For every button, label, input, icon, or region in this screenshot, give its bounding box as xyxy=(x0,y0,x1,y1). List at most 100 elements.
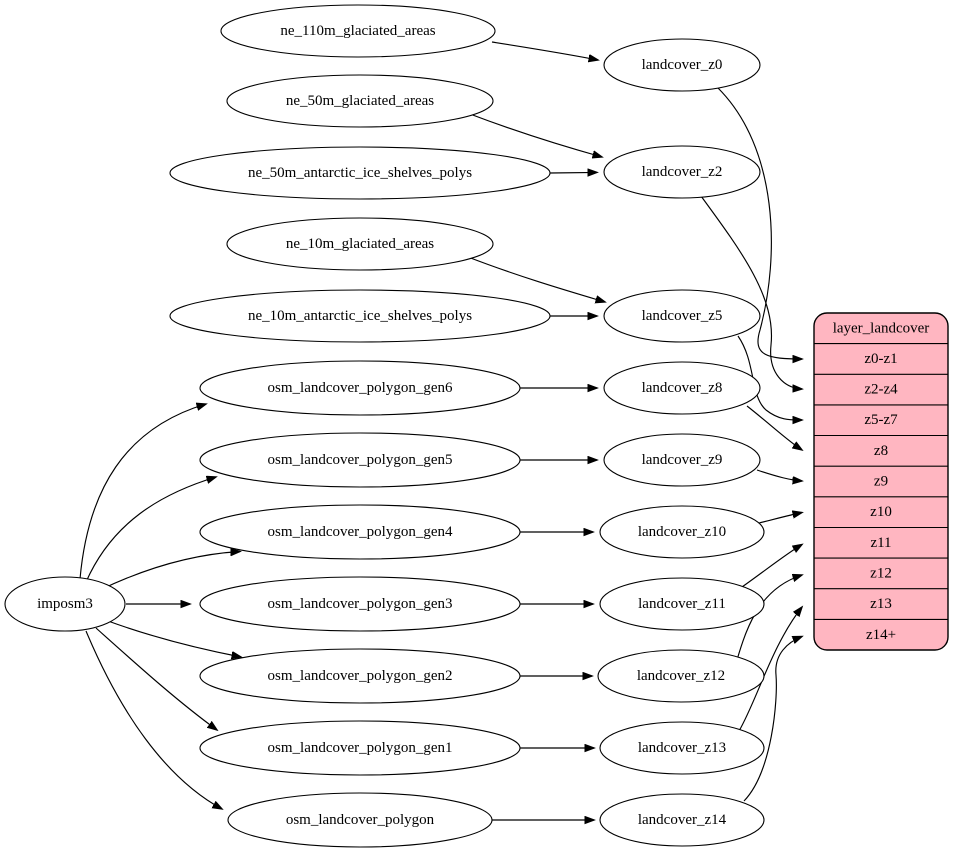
edge-z5-to-row-z5-z7 xyxy=(737,335,802,420)
node-ne-50m-glaciated-areas: ne_50m_glaciated_areas xyxy=(226,74,494,128)
table-title: layer_landcover xyxy=(833,321,930,337)
node-landcover-z5: landcover_z5 xyxy=(603,289,761,343)
source-ellipse xyxy=(199,648,521,704)
node-ne-50m-antarctic-ice-shelves-polys: ne_50m_antarctic_ice_shelves_polys xyxy=(169,146,551,200)
intermediate-label: landcover_z13 xyxy=(638,740,726,756)
node-landcover-z12: landcover_z12 xyxy=(597,649,765,703)
edge-ne50m-antarctic-to-z2 xyxy=(549,172,597,173)
source-ellipse xyxy=(199,432,521,488)
source-label: osm_landcover_polygon_gen6 xyxy=(268,380,453,396)
node-layer-landcover-table: layer_landcover z0-z1 z2-z4 z5-z7 z8 z9 … xyxy=(813,312,949,651)
table-row-z5-z7: z5-z7 xyxy=(864,412,898,428)
edge-imposm3-to-gen6 xyxy=(79,404,206,580)
intermediate-label: landcover_z0 xyxy=(642,57,723,73)
edge-imposm3-to-gen5 xyxy=(85,477,216,583)
table-row-z14plus: z14+ xyxy=(866,627,896,643)
node-osm-landcover-polygon-gen5: osm_landcover_polygon_gen5 xyxy=(199,432,521,488)
source-label: osm_landcover_polygon xyxy=(286,812,435,828)
source-ellipse xyxy=(227,792,493,848)
imposm3-ellipse xyxy=(4,576,126,632)
table-row-z13: z13 xyxy=(870,596,892,612)
table-row-z11: z11 xyxy=(870,535,891,551)
source-label: osm_landcover_polygon_gen5 xyxy=(268,452,453,468)
intermediate-ellipse xyxy=(603,361,761,415)
edge-imposm3-to-gen4 xyxy=(99,552,240,591)
node-ne-10m-antarctic-ice-shelves-polys: ne_10m_antarctic_ice_shelves_polys xyxy=(169,289,551,343)
source-ellipse xyxy=(199,720,521,776)
intermediate-label: landcover_z8 xyxy=(642,380,723,396)
intermediate-label: landcover_z14 xyxy=(638,812,727,828)
source-label: ne_50m_antarctic_ice_shelves_polys xyxy=(248,165,472,181)
source-label: ne_10m_glaciated_areas xyxy=(286,236,434,252)
source-ellipse xyxy=(199,504,521,560)
intermediate-label: landcover_z11 xyxy=(638,596,726,612)
intermediate-ellipse xyxy=(599,505,765,559)
source-label: osm_landcover_polygon_gen3 xyxy=(268,596,453,612)
table-row-z12: z12 xyxy=(870,566,892,582)
intermediate-ellipse xyxy=(603,145,761,199)
edge-z8-to-row-z8 xyxy=(746,405,802,450)
node-osm-landcover-polygon-gen1: osm_landcover_polygon_gen1 xyxy=(199,720,521,776)
layer-landcover-box xyxy=(813,312,949,651)
edge-ne110m-to-z0 xyxy=(491,41,598,60)
source-ellipse xyxy=(169,289,551,343)
table-row-z8: z8 xyxy=(874,443,888,459)
imposm3-label: imposm3 xyxy=(37,596,93,612)
source-ellipse xyxy=(226,74,494,128)
node-imposm3: imposm3 xyxy=(4,576,126,632)
edge-imposm3-to-gen1 xyxy=(95,627,217,730)
intermediate-ellipse xyxy=(597,649,765,703)
source-ellipse xyxy=(169,146,551,200)
node-osm-landcover-polygon: osm_landcover_polygon xyxy=(227,792,493,848)
table-row-z0-z1: z0-z1 xyxy=(864,351,897,367)
edge-z11-to-row-z11 xyxy=(741,545,802,588)
node-landcover-z0: landcover_z0 xyxy=(603,38,761,92)
node-osm-landcover-polygon-gen4: osm_landcover_polygon_gen4 xyxy=(199,504,521,560)
edge-imposm3-to-polygon xyxy=(85,630,222,809)
edge-z13-to-row-z13 xyxy=(738,607,802,732)
node-landcover-z13: landcover_z13 xyxy=(599,721,765,775)
node-landcover-z11: landcover_z11 xyxy=(599,577,765,631)
source-label: ne_10m_antarctic_ice_shelves_polys xyxy=(248,308,472,324)
source-ellipse xyxy=(220,4,496,58)
intermediate-ellipse xyxy=(599,577,765,631)
node-landcover-z9: landcover_z9 xyxy=(603,433,761,487)
source-ellipse xyxy=(199,360,521,416)
node-landcover-z10: landcover_z10 xyxy=(599,505,765,559)
table-row-z9: z9 xyxy=(874,474,888,490)
node-osm-landcover-polygon-gen2: osm_landcover_polygon_gen2 xyxy=(199,648,521,704)
node-osm-landcover-polygon-gen3: osm_landcover_polygon_gen3 xyxy=(199,576,521,632)
node-ne-110m-glaciated-areas: ne_110m_glaciated_areas xyxy=(220,4,496,58)
intermediate-label: landcover_z5 xyxy=(642,308,723,324)
intermediate-ellipse xyxy=(603,38,761,92)
edge-z2-to-row-z2-z4 xyxy=(700,195,802,389)
intermediate-ellipse xyxy=(603,433,761,487)
table-row-z10: z10 xyxy=(870,504,892,520)
intermediate-label: landcover_z9 xyxy=(642,452,723,468)
intermediate-ellipse xyxy=(599,721,765,775)
node-osm-landcover-polygon-gen6: osm_landcover_polygon_gen6 xyxy=(199,360,521,416)
intermediate-ellipse xyxy=(603,289,761,343)
source-label: ne_110m_glaciated_areas xyxy=(280,23,435,39)
node-ne-10m-glaciated-areas: ne_10m_glaciated_areas xyxy=(226,217,494,271)
source-label: osm_landcover_polygon_gen1 xyxy=(268,740,453,756)
intermediate-ellipse xyxy=(599,793,765,847)
intermediate-label: landcover_z10 xyxy=(638,524,726,540)
edge-z0-to-row-z0-z1 xyxy=(717,87,802,359)
source-label: osm_landcover_polygon_gen2 xyxy=(268,668,453,684)
source-ellipse xyxy=(199,576,521,632)
table-row-z2-z4: z2-z4 xyxy=(864,382,898,398)
node-landcover-z14: landcover_z14 xyxy=(599,793,765,847)
edge-z10-to-row-z10 xyxy=(758,513,802,524)
intermediate-label: landcover_z12 xyxy=(637,668,725,684)
edge-ne10m-glaciated-to-z5 xyxy=(467,256,605,302)
edge-imposm3-to-gen2 xyxy=(107,620,241,657)
source-label: osm_landcover_polygon_gen4 xyxy=(268,524,453,540)
source-ellipse xyxy=(226,217,494,271)
edge-z14-to-row-z14plus xyxy=(743,637,802,802)
edge-ne50m-glaciated-to-z2 xyxy=(469,113,602,157)
source-label: ne_50m_glaciated_areas xyxy=(286,93,434,109)
node-landcover-z2: landcover_z2 xyxy=(603,145,761,199)
